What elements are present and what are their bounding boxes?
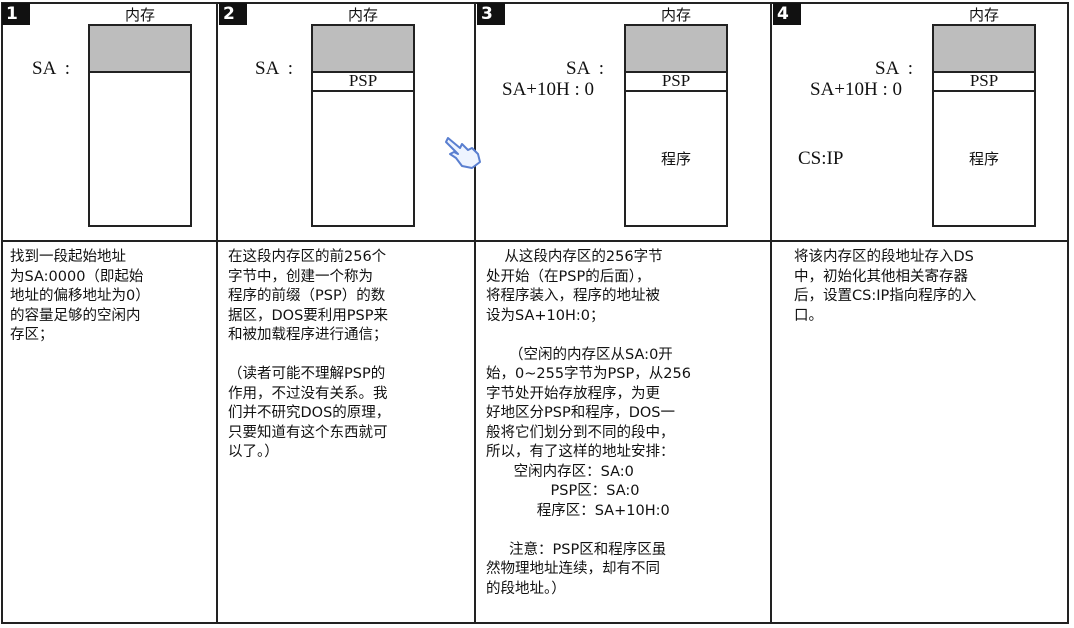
psp-region: PSP bbox=[934, 71, 1034, 92]
divider bbox=[770, 2, 772, 624]
memory-block: PSP 程序 bbox=[624, 24, 728, 227]
memory-block: PSP 程序 bbox=[932, 24, 1036, 227]
address-label-sa10h: SA+10H : 0 bbox=[502, 79, 595, 100]
address-label-sa10h: SA+10H : 0 bbox=[810, 79, 903, 100]
psp-region: PSP bbox=[626, 71, 726, 92]
used-memory bbox=[626, 26, 726, 73]
memory-title: 内存 bbox=[124, 6, 155, 24]
psp-region: PSP bbox=[313, 71, 413, 92]
memory-title: 内存 bbox=[968, 6, 999, 24]
step-description: 在这段内存区的前256个 字节中，创建一个称为 程序的前缀（PSP）的数 据区，… bbox=[228, 249, 391, 460]
address-label-sa: SA : bbox=[32, 58, 71, 79]
divider bbox=[216, 2, 218, 624]
step-number: 3 bbox=[477, 3, 505, 25]
memory-title: 内存 bbox=[660, 6, 691, 24]
step-number: 1 bbox=[2, 3, 30, 25]
step-number: 4 bbox=[773, 3, 801, 25]
memory-block bbox=[88, 24, 192, 227]
used-memory bbox=[313, 26, 413, 73]
address-label-csip: CS:IP bbox=[798, 148, 844, 169]
step-description: 找到一段起始地址 为SA:0000（即起始 地址的偏移地址为0） 的容量足够的空… bbox=[10, 249, 150, 343]
address-label-sa: SA : bbox=[875, 58, 914, 79]
program-region: 程序 bbox=[968, 150, 999, 168]
memory-title: 内存 bbox=[347, 6, 378, 24]
step-description: 将该内存区的段地址存入DS 中，初始化其他相关寄存器 后，设置CS:IP指向程序… bbox=[794, 249, 977, 324]
hand-pointer-icon bbox=[445, 137, 481, 169]
address-label-sa: SA : bbox=[566, 58, 605, 79]
divider bbox=[1, 240, 1069, 242]
step-number: 2 bbox=[219, 3, 247, 25]
program-region: 程序 bbox=[660, 150, 691, 168]
divider bbox=[474, 2, 476, 624]
used-memory bbox=[934, 26, 1034, 73]
address-label-sa: SA : bbox=[255, 58, 294, 79]
used-memory bbox=[90, 26, 190, 73]
step-description: 从这段内存区的256字节 处开始（在PSP的后面）， 将程序装入，程序的地址被 … bbox=[486, 249, 691, 597]
memory-block: PSP bbox=[311, 24, 415, 227]
